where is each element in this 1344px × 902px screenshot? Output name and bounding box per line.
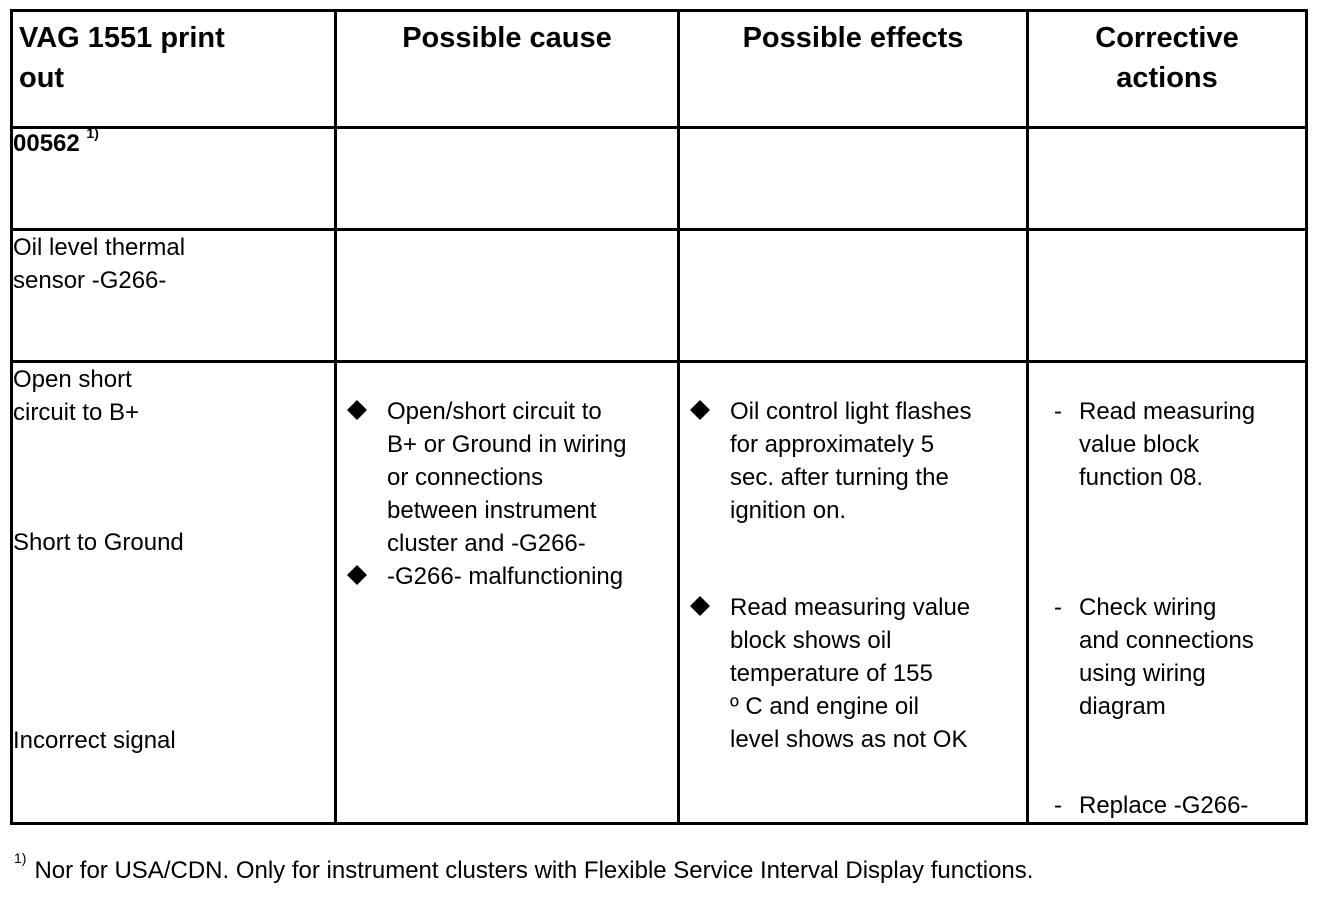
fault-modes-cell: Open short circuit to B+ Short to Ground… [10,360,337,825]
empty-cell [334,126,680,231]
cause-item: -G266- malfunctioning [337,560,677,593]
effect-text: Read measuring value block shows oil tem… [730,594,971,753]
header-possible-cause-label: Possible cause [402,22,612,54]
action-item: - Read measuring value block function 08… [1029,395,1305,494]
header-print-out-label: VAG 1551 print out [19,22,225,94]
header-possible-effects: Possible effects [677,9,1029,129]
fault-mode: Short to Ground [13,529,184,556]
empty-cell [1026,126,1308,231]
effect-item: Read measuring value block shows oil tem… [680,591,1026,756]
diagnostic-table: VAG 1551 print out Possible cause Possib… [10,9,1308,825]
dash-marker: - [1054,792,1062,819]
header-row: VAG 1551 print out Possible cause Possib… [10,9,1308,129]
header-corrective-actions-label: Corrective actions [1095,22,1239,94]
empty-cell [677,228,1029,363]
diamond-bullet-icon [690,400,710,420]
effect-text: Oil control light flashes for approximat… [730,398,972,524]
diamond-bullet-icon [690,596,710,616]
dash-marker: - [1054,398,1062,425]
component-cell: Oil level thermal sensor -G266- [10,228,337,363]
header-print-out: VAG 1551 print out [10,9,337,129]
effect-item: Oil control light flashes for approximat… [680,395,1026,527]
fault-mode: Open short circuit to B+ [13,366,140,426]
action-item: - Replace -G266- [1029,789,1305,822]
fault-code-footnote-ref: 1) [86,125,99,141]
footnote: 1) Nor for USA/CDN. Only for instrument c… [14,850,1034,885]
fault-code: 00562 [13,130,80,157]
empty-cell [677,126,1029,231]
possible-causes-cell: Open/short circuit to B+ or Ground in wi… [334,360,680,825]
footnote-text: Nor for USA/CDN. Only for instrument clu… [34,857,1034,884]
header-corrective-actions: Corrective actions [1026,9,1308,129]
fault-code-cell: 00562 1) [10,125,337,231]
dash-marker: - [1054,594,1062,621]
header-possible-effects-label: Possible effects [742,22,964,54]
action-text: Read measuring value block function 08. [1079,398,1256,491]
cause-text: -G266- malfunctioning [387,563,624,590]
action-text: Replace -G266- [1079,792,1249,819]
cause-text: Open/short circuit to B+ or Ground in wi… [387,398,627,557]
action-text: Check wiring and connections using wirin… [1079,594,1254,720]
fault-mode: Incorrect signal [13,727,176,754]
possible-effects-cell: Oil control light flashes for approximat… [677,360,1029,825]
empty-cell [1026,228,1308,363]
details-row: Open short circuit to B+ Short to Ground… [10,360,1308,825]
diamond-bullet-icon [347,400,367,420]
header-possible-cause: Possible cause [334,9,680,129]
footnote-marker: 1) [14,850,27,866]
action-item: - Check wiring and connections using wir… [1029,591,1305,723]
empty-cell [334,228,680,363]
component-row: Oil level thermal sensor -G266- [10,228,1308,363]
code-row: 00562 1) [10,125,1308,231]
diamond-bullet-icon [347,565,367,585]
component-name: Oil level thermal sensor -G266- [13,234,186,294]
corrective-actions-cell: - Read measuring value block function 08… [1026,360,1308,825]
cause-item: Open/short circuit to B+ or Ground in wi… [337,395,677,560]
